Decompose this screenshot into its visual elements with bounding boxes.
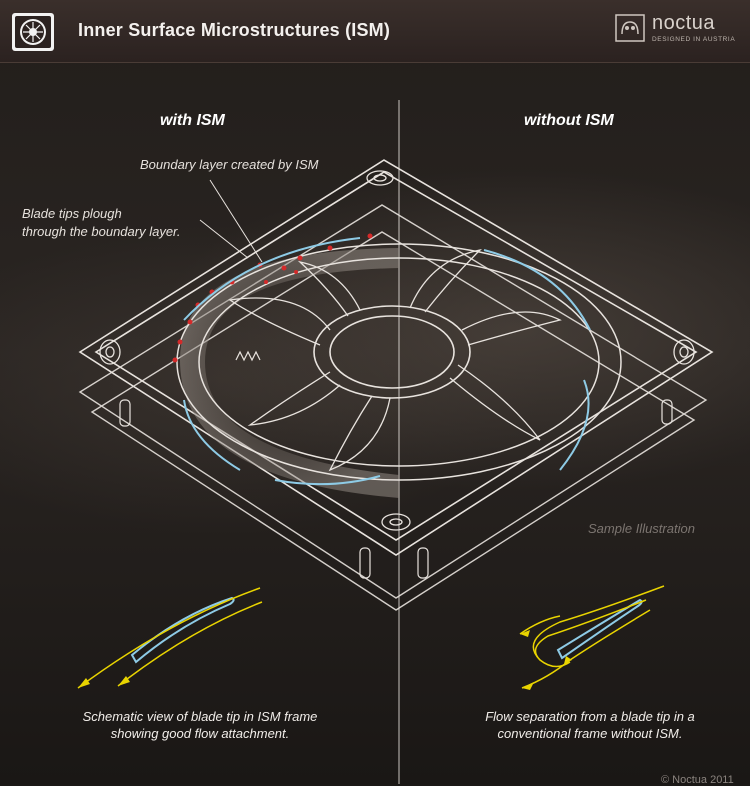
copyright-text: © Noctua 2011 bbox=[661, 774, 734, 786]
left-flow-arrow-1 bbox=[78, 678, 90, 688]
left-caption-line1: Schematic view of blade tip in ISM frame bbox=[82, 709, 318, 724]
right-flow-arrow-2 bbox=[522, 682, 534, 690]
fan-blades bbox=[228, 248, 562, 472]
blade-tips-line2: through the boundary layer. bbox=[22, 224, 181, 239]
with-ism-title: with ISM bbox=[160, 112, 225, 129]
mounting-holes bbox=[99, 170, 695, 531]
boundary-layer-text: Boundary layer created by ISM bbox=[140, 157, 319, 172]
blade-tips-note: Blade tips plough through the boundary l… bbox=[22, 205, 181, 241]
page-title: Inner Surface Microstructures (ISM) bbox=[78, 20, 391, 40]
left-caption: Schematic view of blade tip in ISM frame… bbox=[40, 708, 360, 742]
boundary-layer-note: Boundary layer created by ISM bbox=[140, 156, 318, 174]
boundary-layer-marks bbox=[172, 233, 373, 363]
right-caption-line2: conventional frame without ISM. bbox=[497, 726, 683, 741]
sample-illustration-label: Sample Illustration bbox=[588, 521, 695, 536]
right-flow-line-2 bbox=[534, 599, 647, 661]
right-caption-line1: Flow separation from a blade tip in a bbox=[485, 709, 695, 724]
right-caption: Flow separation from a blade tip in a co… bbox=[430, 708, 750, 742]
ism-serration bbox=[235, 350, 261, 362]
noctua-brand: noctua DESIGNED IN AUSTRIA bbox=[614, 12, 736, 50]
fan-hub bbox=[313, 305, 471, 399]
left-flow-line-1 bbox=[77, 587, 261, 689]
right-flow-line-1 bbox=[532, 585, 665, 668]
header-bar: Inner Surface Microstructures (ISM) noct… bbox=[0, 0, 750, 63]
blade-tips-line1: Blade tips plough bbox=[22, 206, 122, 221]
annotation-leaders bbox=[199, 179, 263, 263]
blade-tip-contours bbox=[183, 237, 591, 486]
left-caption-line2: showing good flow attachment. bbox=[110, 726, 290, 741]
fan-ring bbox=[176, 243, 622, 481]
brand-tagline: DESIGNED IN AUSTRIA bbox=[652, 36, 736, 43]
right-flow-line-4 bbox=[519, 615, 561, 635]
noctua-owl-icon bbox=[615, 14, 645, 42]
right-flow-arrow-3 bbox=[564, 656, 572, 664]
left-flow-arrow-2 bbox=[118, 676, 130, 686]
right-flow-arrow-1 bbox=[520, 630, 530, 637]
right-blade-tip bbox=[556, 598, 643, 660]
left-flow-line-2 bbox=[117, 601, 263, 687]
ism-boundary-ring bbox=[180, 248, 399, 498]
without-ism-title: without ISM bbox=[524, 112, 614, 129]
brand-name: noctua bbox=[652, 12, 716, 34]
left-blade-tip bbox=[130, 596, 235, 664]
fan-logo-icon bbox=[12, 13, 54, 51]
left-flow-schematic bbox=[77, 587, 263, 689]
corner-pins bbox=[119, 399, 673, 579]
right-flow-schematic bbox=[519, 585, 665, 690]
